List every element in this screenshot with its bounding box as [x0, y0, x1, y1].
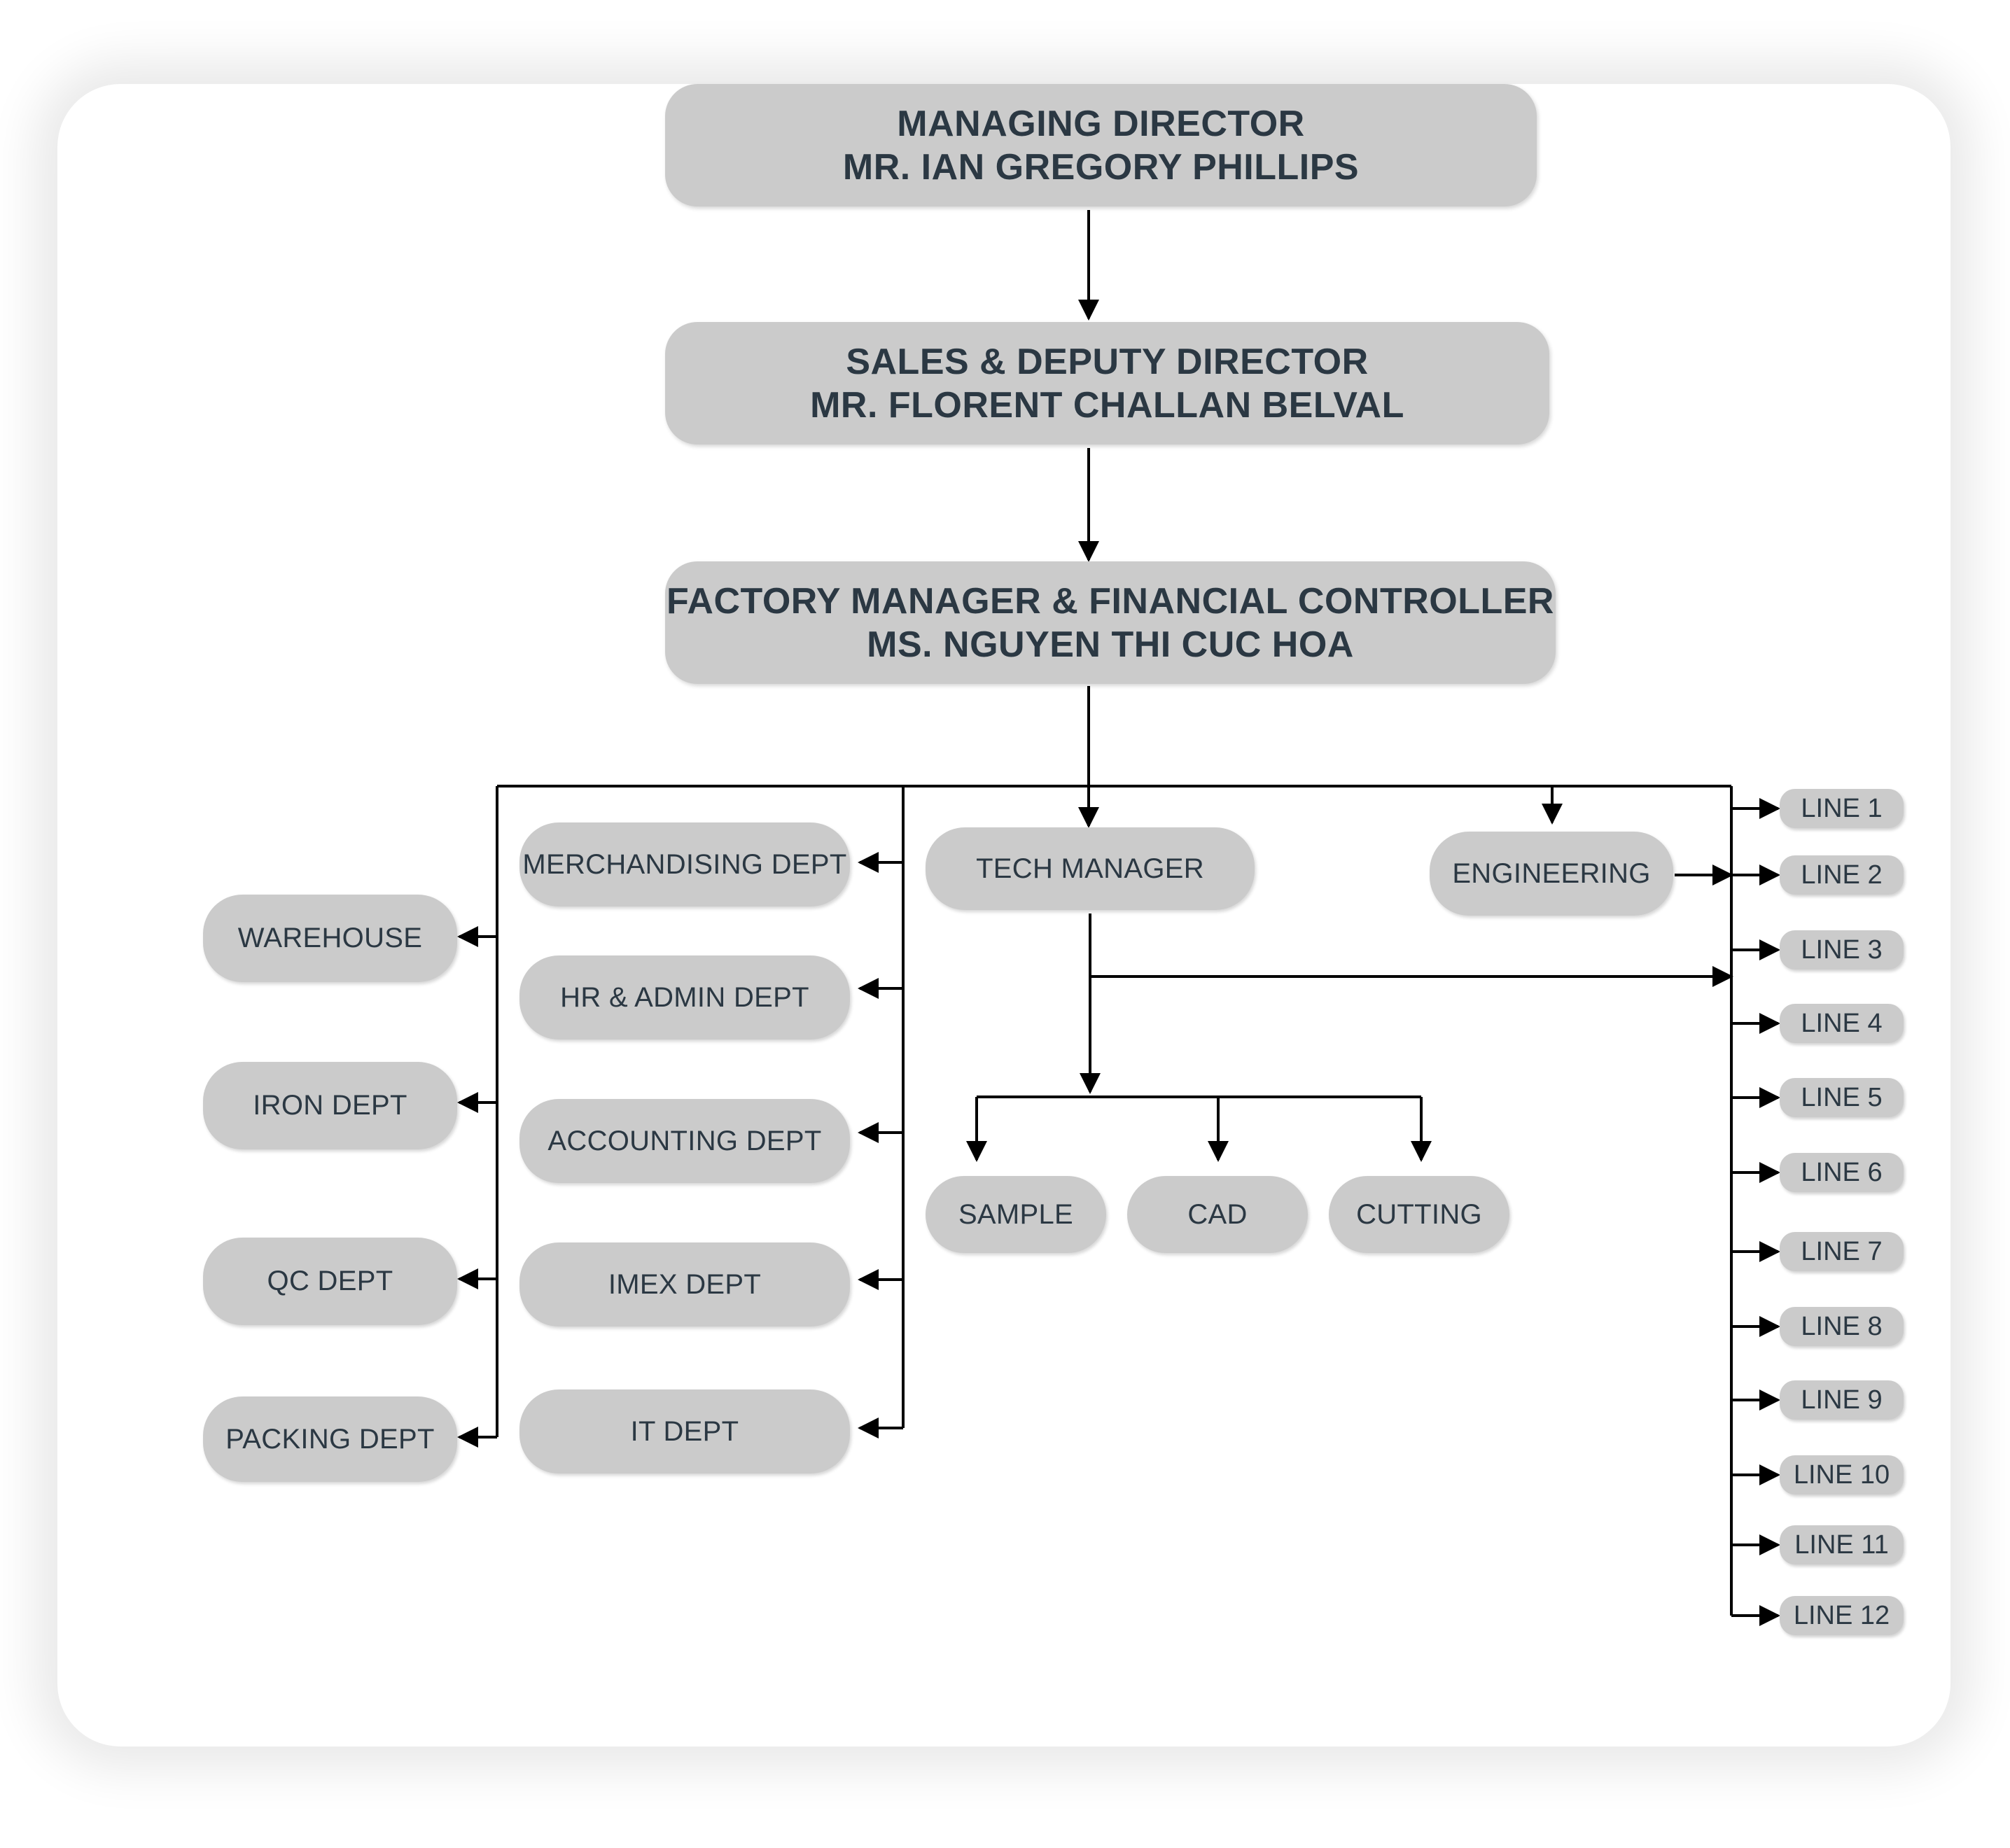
- line-2-box: LINE 2: [1780, 855, 1904, 895]
- engineering-box: ENGINEERING: [1430, 832, 1673, 916]
- factory-manager-box: FACTORY MANAGER & FINANCIAL CONTROLLER M…: [665, 561, 1556, 684]
- hr-admin-dept-box: HR & ADMIN DEPT: [519, 955, 850, 1040]
- cutting-box: CUTTING: [1329, 1176, 1509, 1253]
- it-dept-box: IT DEPT: [519, 1390, 850, 1474]
- line-3-box: LINE 3: [1780, 930, 1904, 969]
- line-6-box: LINE 6: [1780, 1153, 1904, 1192]
- sales-deputy-director-box: SALES & DEPUTY DIRECTOR MR. FLORENT CHAL…: [665, 322, 1549, 444]
- imex-dept-box: IMEX DEPT: [519, 1242, 850, 1326]
- sales-deputy-director-name: MR. FLORENT CHALLAN BELVAL: [810, 384, 1404, 426]
- sample-box: SAMPLE: [926, 1176, 1106, 1253]
- warehouse-box: WAREHOUSE: [203, 895, 457, 982]
- line-12-box: LINE 12: [1780, 1596, 1904, 1635]
- packing-dept-box: PACKING DEPT: [203, 1396, 457, 1482]
- cad-box: CAD: [1127, 1176, 1308, 1253]
- line-8-box: LINE 8: [1780, 1307, 1904, 1346]
- sales-deputy-director-title: SALES & DEPUTY DIRECTOR: [846, 341, 1369, 382]
- iron-dept-box: IRON DEPT: [203, 1062, 457, 1149]
- qc-dept-box: QC DEPT: [203, 1238, 457, 1325]
- managing-director-name: MR. IAN GREGORY PHILLIPS: [842, 146, 1360, 188]
- line-10-box: LINE 10: [1780, 1455, 1904, 1494]
- line-11-box: LINE 11: [1780, 1525, 1904, 1564]
- line-7-box: LINE 7: [1780, 1232, 1904, 1271]
- factory-manager-title: FACTORY MANAGER & FINANCIAL CONTROLLER: [666, 580, 1554, 622]
- tech-manager-box: TECH MANAGER: [926, 827, 1255, 910]
- accounting-dept-box: ACCOUNTING DEPT: [519, 1099, 850, 1183]
- line-1-box: LINE 1: [1780, 789, 1904, 828]
- factory-manager-name: MS. NGUYEN THI CUC HOA: [867, 624, 1354, 665]
- line-5-box: LINE 5: [1780, 1078, 1904, 1117]
- production-line-arrows: [1731, 798, 1780, 1626]
- line-9-box: LINE 9: [1780, 1380, 1904, 1420]
- merchandising-dept-box: MERCHANDISING DEPT: [519, 822, 850, 906]
- line-4-box: LINE 4: [1780, 1004, 1904, 1043]
- managing-director-title: MANAGING DIRECTOR: [897, 103, 1305, 144]
- managing-director-box: MANAGING DIRECTOR MR. IAN GREGORY PHILLI…: [665, 84, 1537, 206]
